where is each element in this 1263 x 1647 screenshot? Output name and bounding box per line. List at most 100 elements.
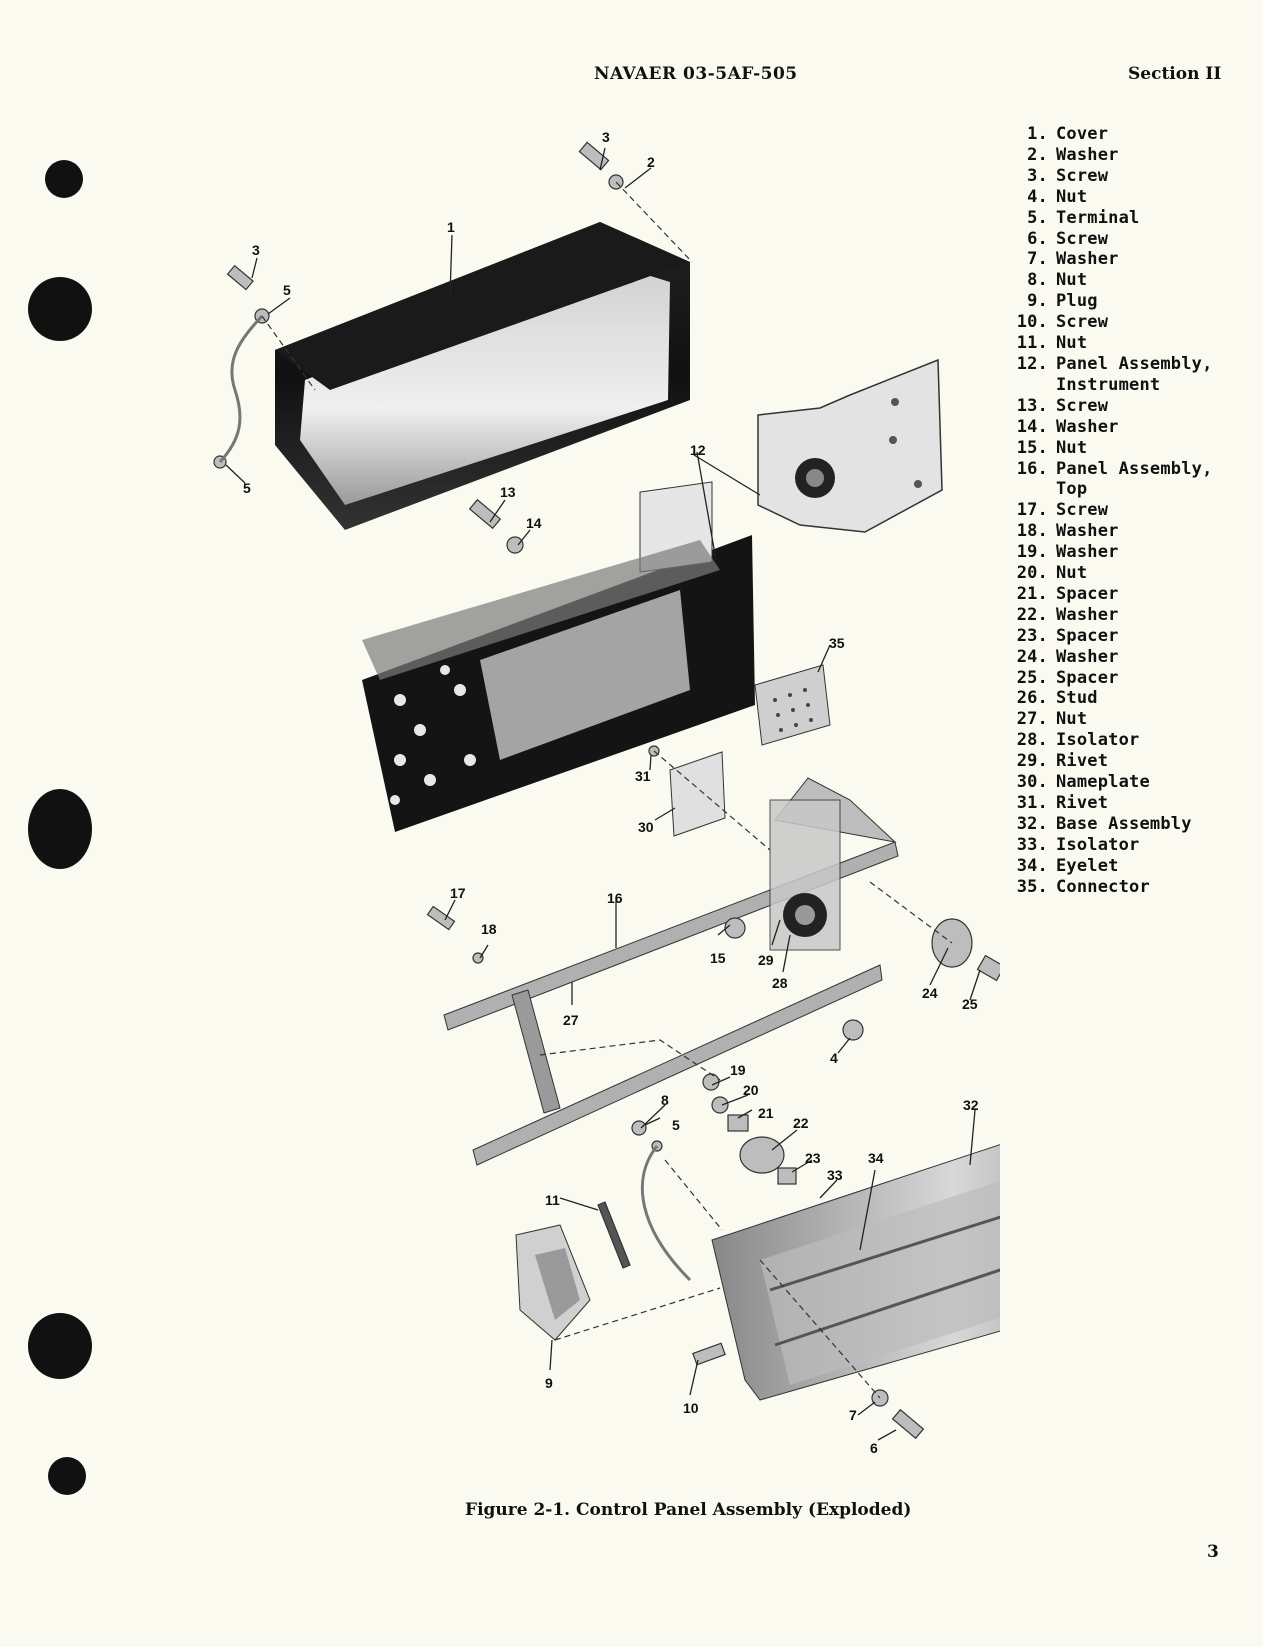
part-name: Screw [1056, 228, 1109, 249]
part-name: Isolator [1056, 834, 1140, 855]
part-name: Panel Assembly, [1056, 353, 1213, 374]
part-number: 29. [1016, 751, 1048, 772]
callout-7: 7 [849, 1407, 857, 1423]
plug-part [515, 1224, 591, 1341]
callout-22: 22 [793, 1115, 809, 1131]
part-name: Cover [1056, 124, 1109, 144]
parts-list-item: 9.Plug [1010, 291, 1213, 312]
part-number: 15. [1016, 437, 1048, 458]
parts-list-item: 6. Screw [1010, 229, 1213, 250]
page-number: 3 [1207, 1542, 1219, 1562]
parts-list-item: 20.Nut [1010, 563, 1213, 584]
part-number: 8. [1027, 270, 1048, 291]
part-number: 32. [1016, 813, 1048, 834]
part-name: Nameplate [1056, 772, 1150, 793]
callout-12: 12 [690, 442, 706, 458]
parts-list-item: 16.Panel Assembly, [1010, 459, 1213, 480]
part-name: Rivet [1056, 751, 1109, 772]
part-number: 18. [1016, 521, 1048, 542]
part-name: Panel Assembly, [1056, 458, 1213, 479]
callout-13: 13 [500, 484, 516, 500]
parts-list-item: 30.Nameplate [1010, 772, 1213, 793]
parts-list-item: 7. Washer [1010, 249, 1213, 270]
part-number: 34. [1016, 855, 1048, 876]
part-number: 14. [1016, 416, 1048, 437]
part-name-continuation: Top [1056, 479, 1088, 500]
part-name: Washer [1056, 604, 1119, 625]
parts-list-item: 8.Nut [1010, 270, 1213, 291]
parts-list-item: 15.Nut [1010, 438, 1213, 459]
parts-list-item: 11.Nut [1010, 333, 1213, 354]
callout-5: 5 [243, 480, 251, 496]
part-name: Spacer [1056, 625, 1119, 646]
callout-21: 21 [758, 1105, 774, 1121]
callout-24: 24 [922, 985, 938, 1001]
part-name: Screw [1056, 165, 1109, 186]
part-number: 1. [1027, 124, 1048, 144]
part-number: 6. [1027, 228, 1048, 249]
parts-list-item: 24.Washer [1010, 647, 1213, 668]
callout-27: 27 [563, 1012, 579, 1028]
parts-list-item: 33.Isolator [1010, 835, 1213, 856]
part-name-continuation: Instrument [1056, 374, 1161, 395]
callout-11: 11 [545, 1192, 560, 1208]
callout-5: 5 [283, 282, 291, 298]
bracket-part [757, 358, 943, 533]
parts-list-item: 21.Spacer [1010, 584, 1213, 605]
part-number: 19. [1016, 542, 1048, 563]
callout-18: 18 [481, 921, 497, 937]
callout-8: 8 [661, 1092, 669, 1108]
part-number: 10. [1016, 312, 1048, 333]
part-name: Isolator [1056, 730, 1140, 751]
punch-hole [28, 277, 92, 341]
part-name: Connector [1056, 876, 1150, 897]
punch-hole [45, 160, 83, 198]
parts-list-item: 25.Spacer [1010, 668, 1213, 689]
part-number: 27. [1016, 709, 1048, 730]
callout-1: 1 [447, 219, 455, 235]
punch-hole [48, 1457, 86, 1495]
callout-28: 28 [772, 975, 788, 991]
part-number: 24. [1016, 646, 1048, 667]
part-name: Screw [1056, 395, 1109, 416]
part-name: Rivet [1056, 793, 1109, 813]
parts-list-item: 28.Isolator [1010, 730, 1213, 751]
part-name: Nut [1056, 186, 1088, 207]
parts-list-item: 23.Spacer [1010, 626, 1213, 647]
callout-34: 34 [868, 1150, 884, 1166]
punch-hole [28, 789, 92, 869]
parts-list-item: 19.Washer [1010, 542, 1213, 563]
part-name: Eyelet [1056, 855, 1119, 876]
part-number: 7. [1027, 249, 1048, 270]
callout-14: 14 [526, 515, 542, 531]
part-number: 25. [1016, 667, 1048, 688]
part-name: Nut [1056, 333, 1088, 354]
part-number: 20. [1016, 563, 1048, 584]
part-name: Washer [1056, 249, 1119, 270]
terminal-wire [218, 314, 264, 464]
callout-19: 19 [730, 1062, 746, 1078]
part-name: Screw [1056, 500, 1109, 521]
callout-20: 20 [743, 1082, 759, 1098]
section-label: Section II [1128, 64, 1222, 84]
callout-29: 29 [758, 952, 774, 968]
part-number: 4. [1027, 186, 1048, 207]
parts-list-item: 29. Rivet [1010, 751, 1213, 772]
parts-list-item: 12.Panel Assembly, [1010, 354, 1213, 375]
part-name: Stud [1056, 688, 1098, 709]
callout-16: 16 [607, 890, 623, 906]
part-number: 26. [1016, 688, 1048, 709]
exploded-view-illustration: 1 2 3 3 4 5 5 5 6 7 8 9 10 11 12 13 14 1… [213, 129, 1000, 1456]
alignment-lines [261, 181, 953, 1399]
part-number: 2. [1027, 144, 1048, 165]
parts-list-item: 5.Terminal [1010, 208, 1213, 229]
parts-list-item: 35. Connector [1010, 877, 1213, 898]
part-number: 35. [1016, 876, 1048, 897]
part-number: 17. [1016, 500, 1048, 521]
top-panel-part [443, 777, 899, 1166]
connector-part [754, 664, 831, 746]
figure-caption: Figure 2-1. Control Panel Assembly (Expl… [465, 1500, 912, 1520]
parts-list-item: 22.Washer [1010, 605, 1213, 626]
part-name: Base Assembly [1056, 813, 1192, 834]
part-name: Washer [1056, 144, 1119, 165]
